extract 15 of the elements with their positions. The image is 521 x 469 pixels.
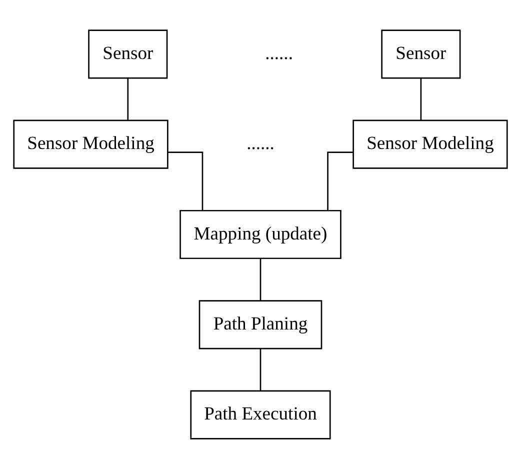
connector <box>260 348 262 391</box>
label: ...... <box>265 43 293 64</box>
node-box: Mapping (update) <box>180 210 342 260</box>
connector <box>420 78 422 120</box>
node-box: Path Execution <box>190 390 331 440</box>
node-box: Sensor <box>381 30 461 79</box>
node-box: Sensor Modeling <box>352 120 508 169</box>
label: ...... <box>246 133 274 154</box>
node-box: Sensor Modeling <box>13 120 168 169</box>
connector <box>327 152 354 210</box>
node-box: Path Planing <box>198 300 322 350</box>
node-box: Sensor <box>88 30 168 79</box>
connector <box>127 78 129 120</box>
connector <box>260 258 262 300</box>
connector <box>168 152 204 210</box>
